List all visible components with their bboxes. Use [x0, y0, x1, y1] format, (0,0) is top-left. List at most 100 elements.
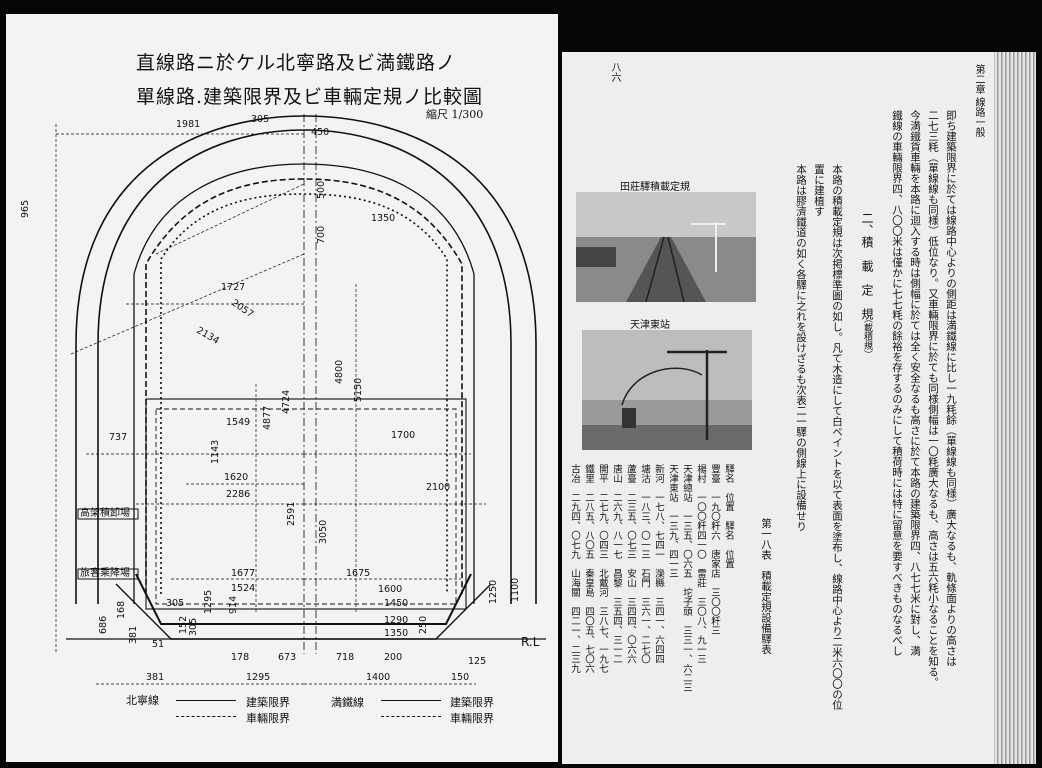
- legend-chelian-1: 車輛限界: [246, 712, 290, 725]
- dim-label: 125: [468, 656, 486, 667]
- section-line: 置に建植す: [813, 164, 825, 217]
- vehicle-outline: [145, 178, 463, 594]
- dim-label: 178: [231, 652, 249, 663]
- legend-line-solid-2: [381, 700, 441, 701]
- dim-label: 1549: [226, 417, 250, 428]
- dim-label: 700: [316, 226, 327, 244]
- legend-line-dashed: [176, 716, 236, 717]
- diagram-title-line2: 單線路.建築限界及ビ車輛定規ノ比較圖: [136, 86, 484, 108]
- section-line: 本路の積載定規は次掲標準圖の如し。凡て木造にして白ペイントを以て表面を塗布し、線…: [831, 164, 843, 710]
- dim-label: 1700: [391, 430, 415, 441]
- dim-label: 673: [278, 652, 296, 663]
- dim-label: 5150: [353, 378, 364, 402]
- dim-label: 1981: [176, 119, 200, 130]
- dim-label: 1450: [384, 598, 408, 609]
- section-line: 本路は膠濟鐵道の如く各驛に之れを設けざるも次表二一驛の側線上に設備せり: [795, 164, 807, 532]
- dim-label: 1100: [510, 578, 521, 602]
- platform-label-2: 旅客乘降場: [80, 566, 130, 579]
- table-column: 塘沽 一八三、〇一三 石門 三六一、二七〇: [639, 464, 650, 664]
- station-table: 驛名 位置 驛名 位置 豐臺 一九〇粁六 唐家店 三〇〇粁三 楊村 一〇〇粁四一…: [568, 464, 735, 692]
- table-column: 天津東站 一三九、四一三: [667, 464, 678, 588]
- dim-label: 500: [316, 181, 327, 199]
- dim-label: 1727: [221, 282, 245, 293]
- dim-label: 381: [146, 672, 164, 683]
- clearance-diagram: [55, 114, 546, 685]
- legend-line-solid: [176, 700, 236, 701]
- dim-label: 4877: [262, 406, 273, 430]
- dim-label: 1295: [203, 590, 214, 614]
- dim-label: 4800: [334, 360, 345, 384]
- platform-label-1: 高架積卸場: [80, 506, 130, 519]
- table-column: 蘆臺 二三五、〇七三 安山 三四四、〇六六: [625, 464, 636, 664]
- dim-label: 152: [178, 616, 189, 634]
- legend-jianzhu-1: 建築限界: [246, 696, 290, 709]
- dim-label: 1250: [488, 580, 499, 604]
- dim-label: 1295: [246, 672, 270, 683]
- table-column: 古冶 二九四、〇七九 山海關 四二一、二三九: [569, 464, 580, 673]
- dim-label: 450: [311, 127, 329, 138]
- dim-label: 1524: [231, 583, 255, 594]
- page-number: 八六: [609, 62, 620, 82]
- diagram-title-line1: 直線路ニ於ケル北寧路及ビ満鐵路ノ: [136, 52, 457, 74]
- dim-label: 2591: [286, 502, 297, 526]
- dim-label: 200: [384, 652, 402, 663]
- legend-jianzhu-2: 建築限界: [450, 696, 494, 709]
- photo2-caption: 天津東站: [630, 320, 670, 331]
- dim-label: 914: [228, 596, 239, 614]
- dim-label: 305: [188, 618, 199, 636]
- chapter-header: 第二章 線路一般: [973, 64, 984, 138]
- vehicle-outline-2: [160, 193, 448, 594]
- dim-label: 2057: [229, 297, 255, 320]
- dim-label: 2100: [426, 482, 450, 493]
- body-line: 今満鐵貨車輛を本路に迴入する時は側幅に於ては全く安全なるも高さに於て本路の建築限…: [909, 110, 921, 656]
- dim-label: 1620: [224, 472, 248, 483]
- photo1-caption: 田莊驛積載定規: [620, 182, 690, 193]
- dim-label: 1400: [366, 672, 390, 683]
- dim-label: 381: [128, 626, 139, 644]
- dim-label: 1143: [210, 440, 221, 464]
- dim-label: 4724: [281, 390, 292, 414]
- table-column: 新河 一七八、七四一 灤縣 三四一、六四四: [653, 464, 664, 664]
- section-note: （載積規）: [862, 314, 872, 359]
- dim-label: 686: [98, 616, 109, 634]
- dim-label: 305: [166, 598, 184, 609]
- right-page: 八六 第二章 線路一般 即ち建築限界に於ては線路中心よりの側距は満鐵線に比し一九…: [562, 52, 994, 764]
- dim-label: 1677: [231, 568, 255, 579]
- table-column: 天津總站 一三五、〇六五 坨子頭 三三一、六二三: [681, 464, 692, 692]
- left-page: 直線路ニ於ケル北寧路及ビ満鐵路ノ 單線路.建築限界及ビ車輛定規ノ比較圖 縮尺 1…: [6, 14, 558, 762]
- table-column: 楊村 一〇〇粁四一〇 雷莊 三〇八、九一三: [695, 464, 706, 664]
- legend-chelian-2: 車輛限界: [450, 712, 494, 725]
- dim-label: 1600: [378, 584, 402, 595]
- dim-label: R.L: [521, 635, 540, 649]
- diagram-scale: 縮尺 1/300: [426, 108, 484, 121]
- book-page-edges: [994, 52, 1036, 764]
- dim-label: 150: [451, 672, 469, 683]
- table-column: 唐山 二六九、八一七 昌黎 三五四、三一二: [611, 464, 622, 664]
- dim-label: 1290: [384, 615, 408, 626]
- dim-label: 305: [251, 114, 269, 125]
- legend-mantie: 満鐵線: [331, 696, 364, 709]
- table-column: 開平 二七九、〇四三 北戴河 三八七、一九七: [597, 464, 608, 673]
- legend-line-dashed-2: [381, 716, 441, 717]
- dim-label: 737: [109, 432, 127, 443]
- dim-label: 2286: [226, 489, 250, 500]
- dim-label: 718: [336, 652, 354, 663]
- dim-label: 51: [152, 639, 164, 650]
- table-column: 鐵里 二八五、八〇五 秦皇島 四〇五、七〇六: [583, 464, 594, 673]
- table-title: 第一八表 積載定規設備驛表: [760, 518, 772, 655]
- dim-label: 168: [116, 601, 127, 619]
- body-line: 二七三粍（單線線も同様）低位なり。又車輛限界に於ても同様側幅は一〇粍廣大なるも、…: [927, 110, 939, 688]
- photo-loading-gauge: [576, 192, 756, 302]
- dim-label: 965: [20, 200, 31, 218]
- dim-label: 3050: [318, 520, 329, 544]
- dim-label: 1350: [384, 628, 408, 639]
- dim-label: 2134: [195, 325, 221, 347]
- dimension-labels: 1981 305 450 965 500 700 1350 1727 2057 …: [20, 114, 540, 683]
- legend-beining: 北寧線: [126, 694, 159, 707]
- section-heading: 二、積 載 定 規: [860, 212, 874, 320]
- body-line: 即ち建築限界に於ては線路中心よりの側距は満鐵線に比し一九粍餘（單線線も同様）廣大…: [945, 110, 957, 667]
- body-line: 鐵線の車輛限界四、八〇〇米は僅かに七七粍の餘裕を存するのみにして積荷時には特に留…: [891, 110, 903, 656]
- table-column: 驛名 位置 驛名 位置: [723, 464, 734, 569]
- dim-label: 1675: [346, 568, 370, 579]
- table-column: 豐臺 一九〇粁六 唐家店 三〇〇粁三: [709, 464, 720, 635]
